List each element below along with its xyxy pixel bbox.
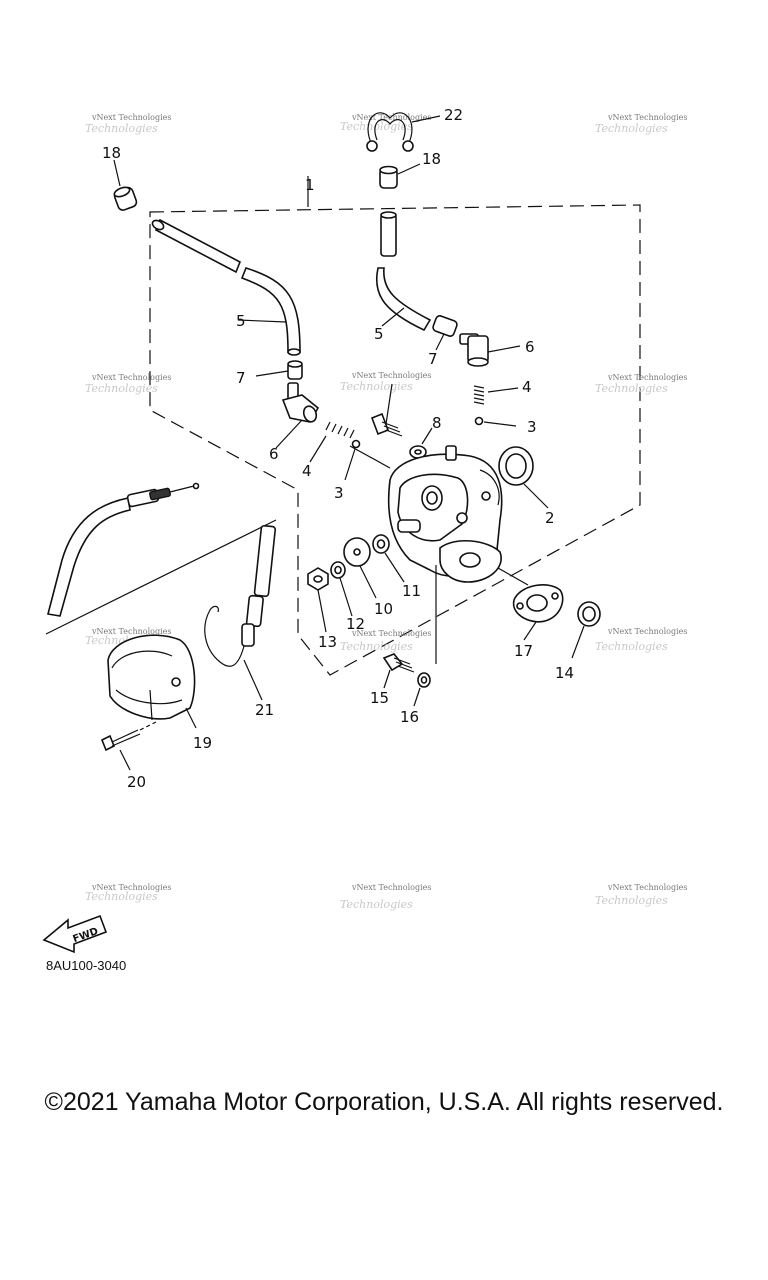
part-21-cable: [204, 524, 277, 701]
callout-12: 12: [346, 615, 365, 633]
callout-15: 15: [370, 689, 389, 707]
part-10-plate: [343, 537, 377, 599]
watermark-ghost: Technologies: [340, 380, 413, 393]
callout-4-right: 4: [522, 378, 532, 396]
callout-4-left: 4: [302, 462, 312, 480]
callout-20: 20: [127, 773, 146, 791]
part-11-washer: [372, 534, 405, 583]
diagram-code: 8AU100-3040: [46, 958, 127, 973]
part-12-washer: [330, 561, 353, 617]
watermark: vNext Technologies: [91, 113, 171, 122]
callout-11: 11: [402, 582, 421, 600]
callout-21: 21: [255, 701, 274, 719]
part-15-bolt: [382, 653, 415, 689]
part-8-washer: [409, 427, 433, 459]
part-14-oring: [571, 601, 601, 659]
watermark: vNext Technologies: [351, 371, 431, 380]
watermark-ghost: Technologies: [595, 640, 668, 653]
callout-6-left: 6: [269, 445, 279, 463]
part-3-ball-right: [474, 416, 517, 427]
watermark: vNext Technologies: [607, 883, 687, 892]
callout-3-left: 3: [334, 484, 344, 502]
watermark-ghost: Technologies: [340, 120, 413, 133]
callout-13: 13: [318, 633, 337, 651]
callout-22: 22: [444, 106, 463, 124]
watermark: vNext Technologies: [351, 883, 431, 892]
callout-18-top: 18: [422, 150, 441, 168]
callout-10: 10: [374, 600, 393, 618]
part-19-pump-cover: [107, 634, 197, 729]
part-2-oil-seal: [498, 446, 549, 509]
watermark-ghost: Technologies: [340, 640, 413, 653]
part-22-hose-clip: [366, 112, 441, 152]
part-5-hose-left: [151, 218, 301, 356]
watermark: vNext Technologies: [91, 627, 171, 636]
part-6-elbow-left: [275, 382, 320, 449]
oil-pump-body: [387, 445, 503, 583]
watermark-ghost: Technologies: [85, 382, 158, 395]
watermark: vNext Technologies: [607, 373, 687, 382]
callout-19: 19: [193, 734, 212, 752]
part-bolt-center: [370, 383, 403, 437]
part-3-ball-left: [344, 439, 361, 481]
watermark-ghost: Technologies: [85, 122, 158, 135]
callout-18-left: 18: [102, 144, 121, 162]
watermark-ghost: Technologies: [595, 382, 668, 395]
part-4-spring-right: [473, 385, 519, 405]
callout-3-right: 3: [527, 418, 537, 436]
part-20-screw: [100, 721, 157, 771]
throttle-cable: [45, 482, 277, 635]
callout-16: 16: [400, 708, 419, 726]
part-18-collar-top: [379, 163, 421, 189]
callout-5-left: 5: [236, 312, 246, 330]
watermark: vNext Technologies: [91, 373, 171, 382]
callout-labels: 1 2 3 3 4 4 5 5 6 6 7 7 8 10 11 12 13 14…: [102, 106, 574, 791]
watermark-ghost: Technologies: [595, 894, 668, 907]
callout-17: 17: [514, 642, 533, 660]
watermark: vNext Technologies: [607, 113, 687, 122]
part-5-hose-right: [376, 211, 432, 332]
callout-8: 8: [432, 414, 442, 432]
callout-5-right: 5: [374, 325, 384, 343]
part-16-washer: [413, 672, 431, 707]
part-6-elbow-right: [459, 333, 521, 367]
callout-7-left: 7: [236, 369, 246, 387]
callout-1: 1: [305, 176, 315, 194]
part-7-collar-left: [255, 360, 303, 380]
part-13-nut: [307, 567, 329, 633]
part-17-gasket: [512, 584, 564, 641]
watermark: vNext Technologies: [607, 627, 687, 636]
watermark-ghost: Technologies: [85, 890, 158, 903]
part-7-collar-right: [432, 315, 458, 351]
watermark: vNext Technologies: [351, 629, 431, 638]
callout-14: 14: [555, 664, 574, 682]
callout-7-right: 7: [428, 350, 438, 368]
callout-2: 2: [545, 509, 555, 527]
watermark: vNext Technologies: [91, 883, 171, 892]
leader-lines: [349, 445, 529, 664]
part-4-spring-left: [309, 421, 355, 463]
watermark-ghost: Technologies: [595, 122, 668, 135]
fwd-arrow-icon: FWD: [42, 914, 108, 954]
callout-6-right: 6: [525, 338, 535, 356]
copyright-notice: ©2021 Yamaha Motor Corporation, U.S.A. A…: [44, 1088, 724, 1116]
part-18-collar-left: [113, 159, 138, 211]
watermark-ghost: Technologies: [340, 898, 413, 911]
assembly-boundary: [149, 176, 641, 676]
